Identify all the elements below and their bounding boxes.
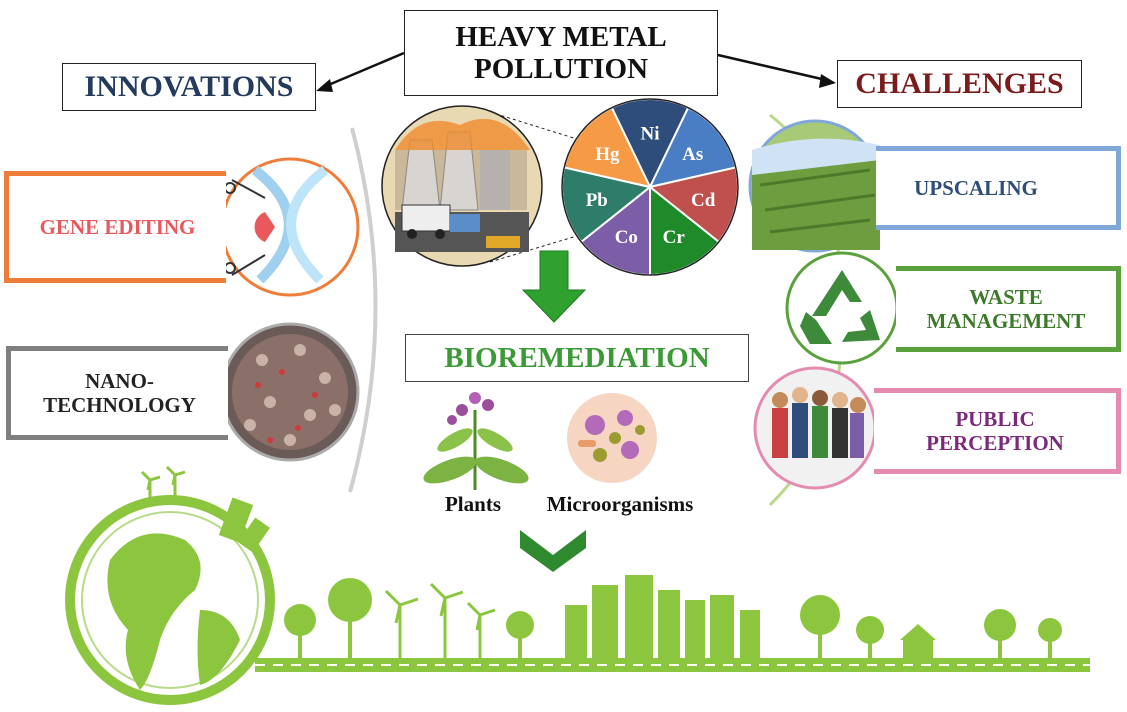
title-line-2: POLLUTION bbox=[473, 53, 649, 85]
microorganisms-label: Microorganisms bbox=[546, 492, 694, 516]
pollution-city-illustration bbox=[381, 105, 543, 267]
left-arc bbox=[348, 127, 378, 493]
nano-label-line-1: NANO- bbox=[85, 369, 154, 393]
pie-label-pb: Pb bbox=[586, 190, 608, 211]
pie-label-as: As bbox=[682, 144, 703, 165]
waste-label-line-2: MANAGEMENT bbox=[926, 309, 1086, 333]
public-perception-box: PUBLIC PERCEPTION bbox=[874, 388, 1121, 474]
waste-label-line-1: WASTE bbox=[969, 285, 1043, 309]
plant-icon bbox=[423, 392, 529, 490]
pie-label-cd: Cd bbox=[691, 190, 716, 211]
pie-label-ni: Ni bbox=[641, 123, 660, 144]
zoom-line-top bbox=[489, 111, 581, 141]
down-arrow bbox=[521, 250, 587, 323]
innovations-heading: INNOVATIONS bbox=[62, 63, 316, 111]
title-line-1: HEAVY METAL bbox=[455, 21, 667, 53]
heavy-metal-pollution-title: HEAVY METAL POLLUTION bbox=[404, 10, 718, 96]
recycle-icon bbox=[785, 251, 899, 365]
arrow-to-challenges bbox=[717, 53, 827, 82]
microorganism-icon bbox=[567, 393, 657, 483]
waste-management-box: WASTE MANAGEMENT bbox=[896, 266, 1121, 352]
nano-label-line-2: TECHNOLOGY bbox=[43, 393, 196, 417]
bioremediation-label: BIOREMEDIATION bbox=[444, 341, 710, 374]
upscaling-box: UPSCALING bbox=[876, 146, 1121, 230]
nanoparticle-icon bbox=[220, 322, 360, 462]
public-label-line-2: PERCEPTION bbox=[926, 431, 1064, 455]
arrow-head-challenges bbox=[819, 74, 836, 88]
plants-label: Plants bbox=[444, 492, 501, 516]
upscaling-label: UPSCALING bbox=[914, 175, 1038, 200]
bioremediation-box: BIOREMEDIATION bbox=[405, 334, 749, 382]
pie-label-co: Co bbox=[615, 227, 638, 248]
crowd-people-icon bbox=[753, 366, 877, 490]
pie-outline bbox=[561, 98, 739, 276]
gene-editing-box: GENE EDITING bbox=[4, 171, 226, 283]
gene-editing-label: GENE EDITING bbox=[39, 214, 196, 239]
dna-scissors-icon bbox=[220, 157, 360, 297]
green-city-illustration bbox=[65, 465, 1090, 705]
nanotechnology-box: NANO- TECHNOLOGY bbox=[6, 346, 228, 440]
pie-label-cr: Cr bbox=[663, 227, 686, 248]
farmland-landscape-icon bbox=[748, 119, 882, 253]
public-label-line-1: PUBLIC bbox=[955, 407, 1035, 431]
arrow-head-innovations bbox=[316, 79, 333, 92]
challenges-heading: CHALLENGES bbox=[837, 60, 1082, 108]
pie-label-hg: Hg bbox=[595, 144, 620, 165]
chevron-down-icon bbox=[520, 530, 586, 572]
arrow-to-innovations bbox=[325, 51, 405, 88]
zoom-line-bottom bbox=[489, 234, 581, 263]
